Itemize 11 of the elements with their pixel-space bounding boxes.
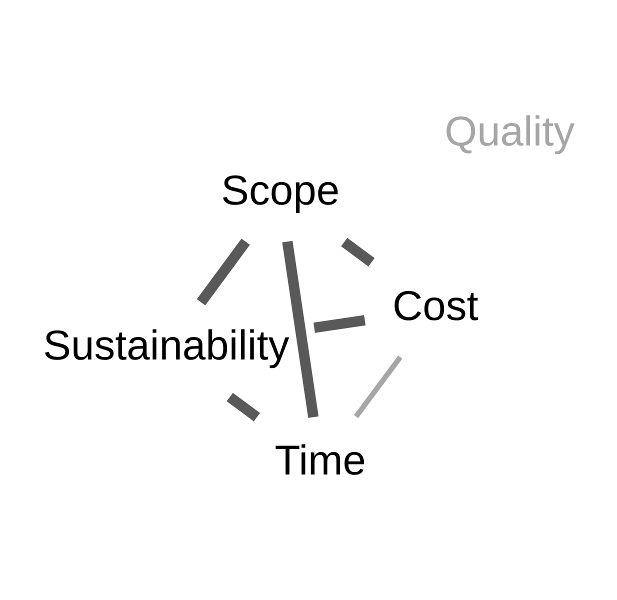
connector xyxy=(313,315,366,333)
connector xyxy=(354,356,402,418)
node-text: Sustainability xyxy=(43,322,290,369)
connector xyxy=(341,238,375,266)
connector xyxy=(282,240,319,418)
node-text: Scope xyxy=(221,166,340,214)
node-text: Time xyxy=(274,436,366,484)
connector xyxy=(226,392,260,422)
label: Quality xyxy=(444,107,575,154)
connector xyxy=(196,238,250,306)
node-text: Cost xyxy=(392,282,478,329)
